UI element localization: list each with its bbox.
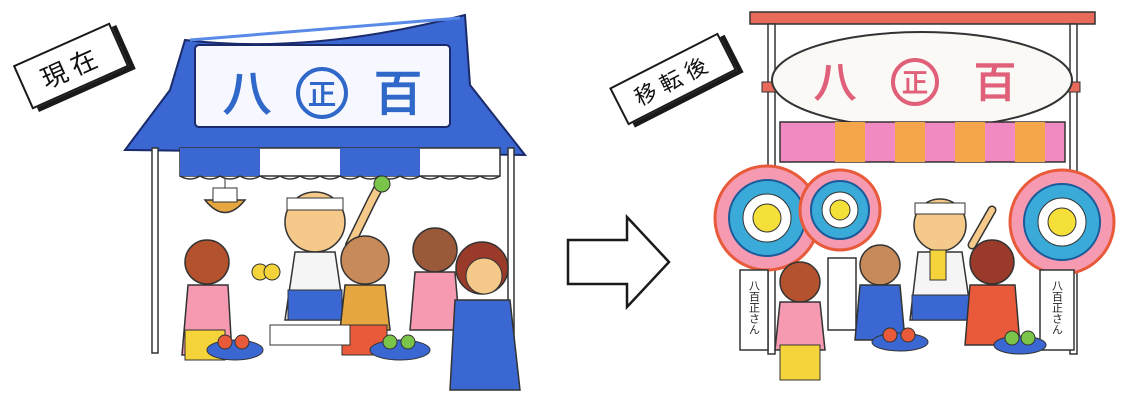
sign-before-mark: 正 xyxy=(308,78,336,111)
sign-after-mark: 正 xyxy=(902,69,928,99)
store-after-illustration: 八百正さん 八百正さん 八 正 百 xyxy=(713,11,1116,381)
sign-before-right: 百 xyxy=(374,66,422,122)
banner-right: 八百正さん xyxy=(1051,280,1064,335)
store-before-illustration: 八 正 百 xyxy=(123,13,528,391)
right-arrow-icon xyxy=(566,213,671,311)
sign-after-right: 百 xyxy=(974,58,1016,107)
sign-before-left: 八 xyxy=(223,66,272,122)
sign-after-left: 八 xyxy=(814,58,857,107)
banner-left: 八百正さん xyxy=(748,280,761,335)
